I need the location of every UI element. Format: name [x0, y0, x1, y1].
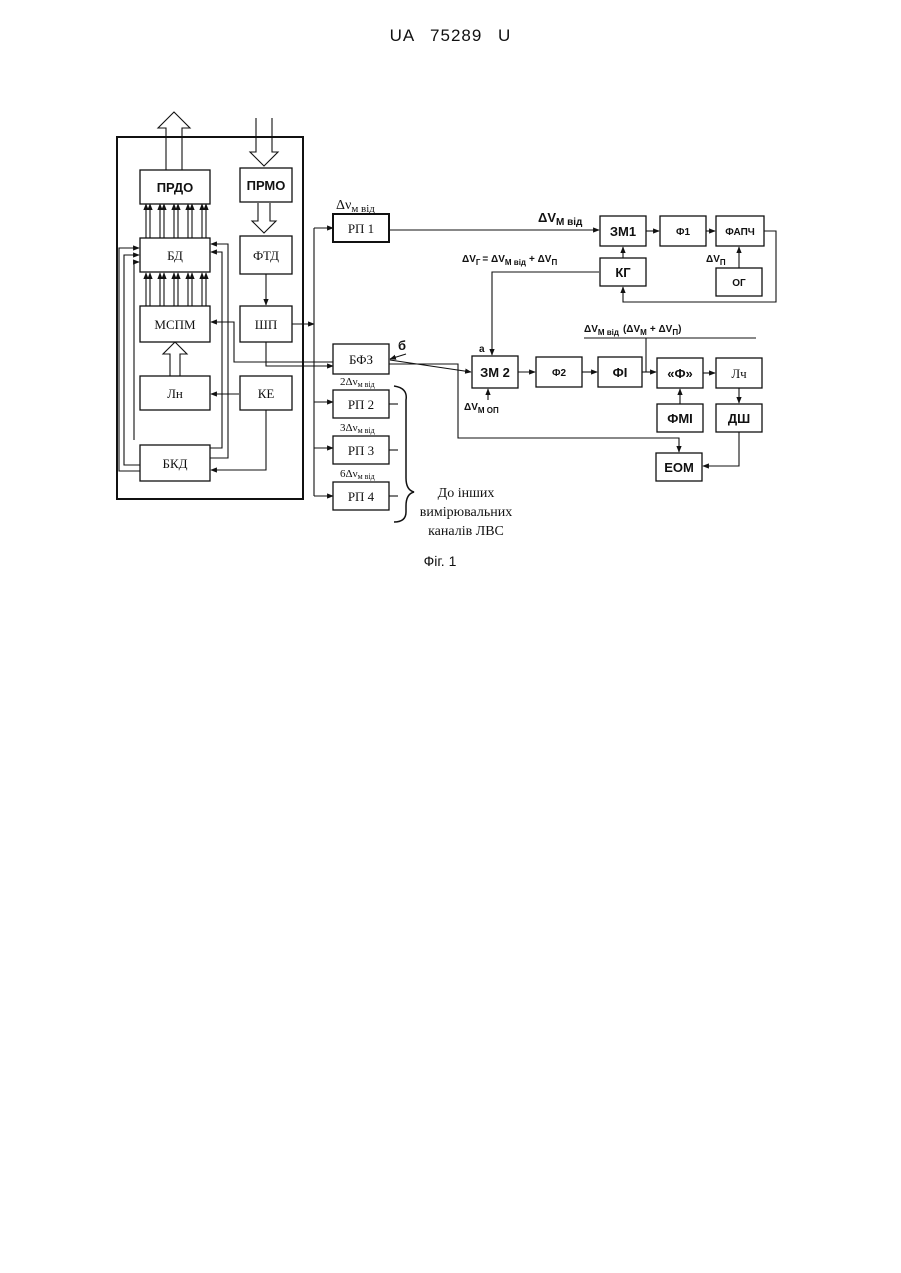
block-ln-label: Лн	[167, 386, 183, 401]
label-dv-g-equation: ΔVГ= ΔVМ від+ ΔVП	[462, 254, 557, 267]
block-bfz: БФЗ	[333, 344, 389, 374]
block-eom-label: ЕОМ	[664, 460, 694, 475]
block-og: ОГ	[716, 268, 762, 296]
label-dv-p-og: ΔVП	[706, 254, 726, 267]
block-zm2: ЗМ 2	[472, 356, 518, 388]
input-arrow-hollow	[250, 118, 278, 166]
block-rp4-label: РП 4	[348, 489, 375, 504]
block-bd: БД	[140, 238, 210, 272]
block-rp2: РП 2	[333, 390, 389, 418]
block-ftd-label: ФТД	[253, 248, 279, 263]
block-lch: Лч	[716, 358, 762, 388]
label-rp3-freq: 3Δνм від	[340, 422, 375, 435]
link-dsh-eom	[703, 432, 739, 466]
block-phi: «Ф»	[657, 358, 703, 388]
block-dsh-label: ДШ	[728, 411, 750, 426]
block-zm1-label: ЗМ1	[610, 224, 636, 239]
rp-outputs-brace	[389, 386, 414, 522]
block-f1-label: Ф1	[676, 227, 691, 238]
block-f1: Ф1	[660, 216, 706, 246]
block-dsh: ДШ	[716, 404, 762, 432]
label-other-channels-3: каналів ЛВС	[428, 524, 504, 539]
block-rp4: РП 4	[333, 482, 389, 510]
block-f2-label: Ф2	[552, 368, 567, 379]
label-dv-m-vid-zm1: ΔVМ від	[538, 210, 583, 228]
block-mspm: МСПМ	[140, 306, 210, 342]
block-ke-label: КЕ	[258, 386, 275, 401]
block-ke: КЕ	[240, 376, 292, 410]
label-rp4-freq: 6Δνм від	[340, 468, 375, 481]
label-other-channels-1: До інших	[438, 486, 495, 501]
block-prdo-label: ПРДО	[157, 180, 194, 195]
prmo-ftd-arrow-hollow	[252, 203, 276, 233]
block-shp: ШП	[240, 306, 292, 342]
block-fi: ФІ	[598, 357, 642, 387]
block-fapch: ФАПЧ	[716, 216, 764, 246]
label-dv-m-op: ΔVМ ОП	[464, 402, 499, 415]
block-prmo: ПРМО	[240, 168, 292, 202]
block-og-label: ОГ	[732, 278, 746, 289]
label-dv-sum: ΔVМ від(ΔVМ+ ΔVП)	[584, 324, 681, 337]
block-prdo: ПРДО	[140, 170, 210, 204]
block-fmi: ФМІ	[657, 404, 703, 432]
block-zm1: ЗМ1	[600, 216, 646, 246]
label-other-channels-2: вимірювальних	[420, 505, 512, 520]
block-rp2-label: РП 2	[348, 397, 374, 412]
block-bkd-label: БКД	[162, 456, 187, 471]
figure-caption: Фіг. 1	[0, 553, 880, 569]
block-bkd: БКД	[140, 445, 210, 481]
block-shp-label: ШП	[255, 317, 278, 332]
block-zm2-label: ЗМ 2	[480, 365, 510, 380]
output-arrow-hollow	[158, 112, 190, 170]
bus-mspm-bd	[146, 273, 206, 306]
block-rp3: РП 3	[333, 436, 389, 464]
block-rp1: РП 1	[333, 214, 389, 242]
block-phi-label: «Ф»	[667, 366, 693, 381]
block-bd-label: БД	[167, 248, 183, 263]
block-diagram: ПРДО ПРМО БД ФТД МСПМ ШП Лн КЕ БКД	[0, 0, 901, 560]
block-rp3-label: РП 3	[348, 443, 374, 458]
block-kg-label: КГ	[615, 265, 631, 280]
ln-mspm-arrow-hollow	[163, 342, 187, 376]
block-mspm-label: МСПМ	[154, 317, 196, 332]
block-eom: ЕОМ	[656, 453, 702, 481]
block-kg: КГ	[600, 258, 646, 286]
bus-bd-prdo	[146, 204, 206, 238]
block-f2: Ф2	[536, 357, 582, 387]
block-rp1-label: РП 1	[348, 221, 374, 236]
label-a: а	[479, 344, 485, 355]
block-fapch-label: ФАПЧ	[725, 227, 755, 238]
block-ftd: ФТД	[240, 236, 292, 274]
station-wiring	[119, 244, 334, 471]
block-ln: Лн	[140, 376, 210, 410]
label-dv-m-vid-rp1: Δνм від	[336, 198, 375, 215]
block-bfz-label: БФЗ	[349, 352, 373, 367]
block-fi-label: ФІ	[613, 365, 628, 380]
block-fmi-label: ФМІ	[667, 411, 693, 426]
block-lch-label: Лч	[731, 366, 747, 381]
label-b: б	[398, 338, 406, 353]
block-prmo-label: ПРМО	[247, 178, 286, 193]
link-kg-zm2	[492, 272, 599, 355]
label-rp2-freq: 2Δνм від	[340, 376, 375, 389]
